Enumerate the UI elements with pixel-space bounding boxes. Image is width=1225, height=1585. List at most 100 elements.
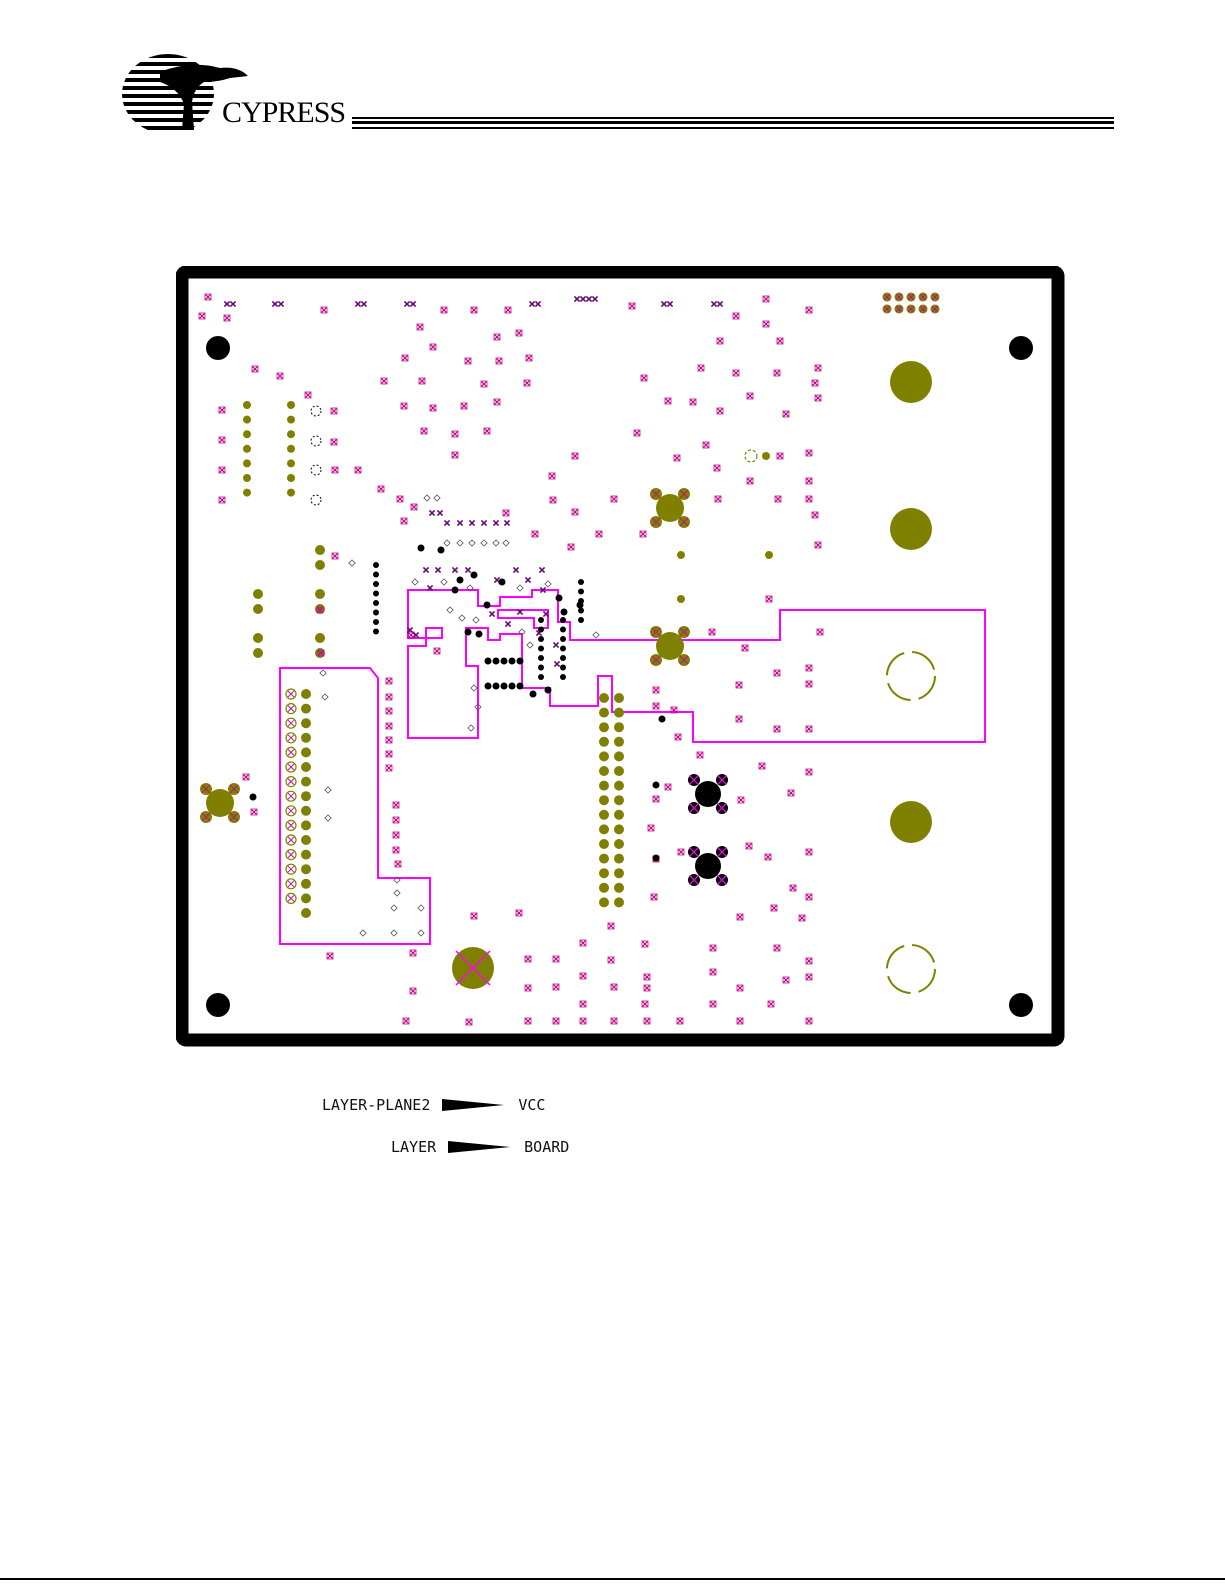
large-pad	[890, 508, 932, 550]
via-hollow	[325, 815, 331, 821]
mounting-hole	[1009, 336, 1033, 360]
connector-pin	[301, 835, 311, 845]
via-hollow	[434, 495, 440, 501]
via-black	[578, 589, 584, 595]
jumper-pin	[315, 633, 325, 643]
footer-rule	[0, 1578, 1225, 1580]
pad	[762, 452, 770, 460]
header-pin	[287, 445, 295, 453]
header-pin	[243, 445, 251, 453]
connector-pin	[301, 762, 311, 772]
via-hollow	[391, 905, 397, 911]
via-black	[484, 602, 491, 609]
connector-pin	[599, 810, 609, 820]
via-hollow	[424, 495, 430, 501]
via-hollow	[481, 540, 487, 546]
header-pin	[287, 401, 295, 409]
connector-pin	[614, 737, 624, 747]
via-hollow	[322, 694, 328, 700]
via-hollow	[593, 632, 599, 638]
header-pin	[287, 459, 295, 467]
relief-pad	[887, 652, 935, 700]
via-hollow	[311, 495, 321, 505]
connector-pin	[301, 718, 311, 728]
pad	[677, 595, 685, 603]
connector-pin	[614, 883, 624, 893]
connector-pin	[301, 791, 311, 801]
via-black	[538, 674, 544, 680]
connector-pin	[614, 693, 624, 703]
via-black	[493, 683, 500, 690]
outline-vias	[311, 406, 599, 936]
via-black	[499, 579, 506, 586]
via-hollow	[459, 615, 465, 621]
connector-pin	[599, 751, 609, 761]
via-black	[501, 658, 508, 665]
via-black	[373, 629, 379, 635]
via-black	[373, 619, 379, 625]
connector-pin	[301, 747, 311, 757]
via-black	[373, 581, 379, 587]
via-black	[578, 608, 584, 614]
via-hollow	[325, 787, 331, 793]
jumper-pin	[253, 633, 263, 643]
via-hollow	[349, 560, 355, 566]
connector-pin	[599, 868, 609, 878]
via-black	[438, 547, 445, 554]
via-black	[509, 658, 516, 665]
connector-pin	[599, 897, 609, 907]
via-black	[560, 617, 566, 623]
mounting-hole	[206, 993, 230, 1017]
connector-pin	[599, 737, 609, 747]
via-black	[250, 794, 257, 801]
via-black	[545, 687, 552, 694]
connector-pin	[614, 795, 624, 805]
via-black	[560, 655, 566, 661]
connector-pin	[599, 839, 609, 849]
via-hollow	[447, 607, 453, 613]
connector-pin	[614, 839, 624, 849]
via-hollow	[418, 930, 424, 936]
drill-pad	[695, 853, 721, 879]
connector-pin	[614, 708, 624, 718]
connector-pin	[614, 868, 624, 878]
connector-pins	[200, 293, 940, 919]
connector-pin	[599, 722, 609, 732]
connector-pin	[301, 777, 311, 787]
connector-pin	[614, 766, 624, 776]
via-black	[517, 658, 524, 665]
via-hollow	[457, 540, 463, 546]
connector-pin	[599, 781, 609, 791]
via-hollow	[527, 642, 533, 648]
header-pin	[287, 489, 295, 497]
mounting-holes	[206, 336, 1033, 1017]
header-rule	[352, 117, 1114, 131]
mounting-hole	[1009, 993, 1033, 1017]
via-hollow	[468, 725, 474, 731]
via-hollow	[517, 585, 523, 591]
via-black	[538, 636, 544, 642]
via-black	[538, 646, 544, 652]
legend-arrow-icon	[448, 1141, 510, 1153]
legend-net-label: VCC	[518, 1096, 545, 1114]
header-pin	[243, 430, 251, 438]
via-black	[560, 665, 566, 671]
via-black	[457, 577, 464, 584]
header-pin	[243, 459, 251, 467]
via-hollow	[545, 581, 551, 587]
connector-pin	[301, 879, 311, 889]
connector-pin	[599, 854, 609, 864]
jumper-pin	[315, 604, 325, 614]
legend-row-plane2: LAYER-PLANE2 VCC	[322, 1094, 545, 1116]
connector-pin	[301, 908, 311, 918]
pad	[745, 450, 757, 462]
via-black	[556, 595, 563, 602]
via-black	[560, 646, 566, 652]
connector-pin	[599, 824, 609, 834]
header-pin	[243, 474, 251, 482]
connector-pin	[301, 689, 311, 699]
via-black	[653, 782, 660, 789]
via-hollow	[473, 617, 479, 623]
via-black	[538, 655, 544, 661]
via-black	[561, 609, 568, 616]
